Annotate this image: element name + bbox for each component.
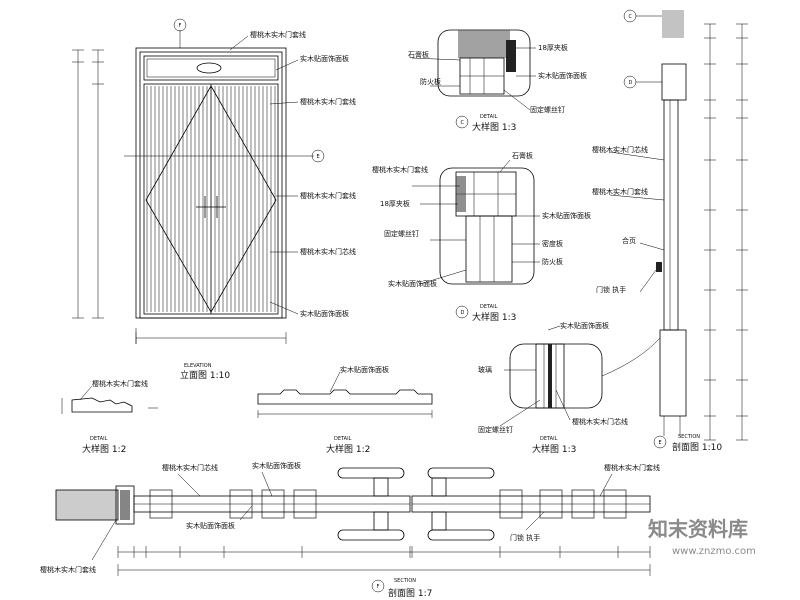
section-f-title-en: SECTION <box>394 578 416 584</box>
detail-d-label-veneer-2: 实木贴面饰面板 <box>388 279 437 288</box>
elevation-title: 立面图 1:10 <box>180 369 230 381</box>
section-f-panel-block <box>499 489 523 519</box>
detail-1-title: 大样图 1:2 <box>82 443 126 455</box>
detail-3-label-edge: 樱桃木实木门芯线 <box>572 417 628 426</box>
detail-3-title-en: DETAIL <box>540 436 558 442</box>
detail-c-label-screw: 固定螺丝钉 <box>530 105 565 114</box>
section-f-label-left: 樱桃木实木门套线 <box>40 565 96 574</box>
detail-1-label: 樱桃木实木门套线 <box>92 379 148 388</box>
detail-c-title-en: DETAIL <box>480 114 498 120</box>
section-e-title-en: SECTION <box>678 434 700 440</box>
section-marker-f-top: F <box>179 23 182 29</box>
section-e: C D 樱桃木实木门芯线 樱桃木实木门套线 合页 门锁 执手 E SECTION… <box>592 9 748 453</box>
detail-d-label-frame: 樱桃木实木门套线 <box>372 165 428 174</box>
section-f-panel-block <box>571 489 595 519</box>
section-e-label-hinge: 合页 <box>622 236 636 245</box>
watermark-url: www.znzmo.com <box>672 546 756 557</box>
section-f-panel-block <box>539 489 563 519</box>
label-edge-strip: 樱桃木实木门芯线 <box>300 247 356 256</box>
watermark: 知末资料库 www.znzmo.com <box>648 517 756 557</box>
detail-c-label-fire: 防火板 <box>420 77 441 86</box>
section-f-label-lock: 门锁 执手 <box>510 533 540 542</box>
detail-2-title-en: DETAIL <box>334 436 352 442</box>
section-f-panel-block <box>229 489 253 519</box>
detail-c-marker: C <box>461 120 465 126</box>
section-f-label-veneer: 实木贴面饰面板 <box>252 461 301 470</box>
detail-c-label-board: 18厚夹板 <box>538 43 568 52</box>
section-f-title: 剖面图 1:7 <box>388 587 432 599</box>
detail-d-title: 大样图 1:3 <box>472 311 516 323</box>
detail-3-label-screw: 固定螺丝钉 <box>478 425 513 434</box>
section-f-label-edge: 樱桃木实木门芯线 <box>162 463 218 472</box>
section-f-marker: F <box>377 584 380 590</box>
section-f-panel-block <box>603 489 627 519</box>
section-e-marker-c: C <box>629 14 633 20</box>
section-e-marker: E <box>659 440 662 446</box>
detail-d-label-fire: 防火板 <box>542 257 563 266</box>
detail-d-label-mdf: 密度板 <box>542 239 563 248</box>
section-marker-e: E <box>317 154 320 160</box>
detail-d: 樱桃木实木门套线 石膏板 18厚夹板 实木贴面饰面板 固定螺丝钉 密度板 防火板… <box>372 151 591 323</box>
detail-d-marker: D <box>461 310 465 316</box>
watermark-name: 知末资料库 <box>648 517 748 541</box>
section-e-label-edge: 樱桃木实木门芯线 <box>592 145 648 154</box>
detail-c-label-veneer: 实木贴面饰面板 <box>538 71 587 80</box>
elevation-title-en: ELEVATION <box>184 363 212 369</box>
door-elevation: E F 樱桃木实木门套线 实木贴面饰面板 樱桃木实木门套线 樱桃木实木门套线 樱… <box>72 18 356 381</box>
detail-d-label-gypsum: 石膏板 <box>512 151 533 160</box>
section-e-label-lock: 门锁 执手 <box>596 285 626 294</box>
section-f-panel-block <box>149 489 173 519</box>
section-e-label-frame: 樱桃木实木门套线 <box>592 187 648 196</box>
detail-c-title: 大样图 1:3 <box>472 121 516 133</box>
label-door-frame-3: 樱桃木实木门套线 <box>300 191 356 200</box>
section-e-marker-d: D <box>629 80 633 86</box>
detail-3: 实木贴面饰面板 玻璃 樱桃木实木门芯线 固定螺丝钉 DETAIL 大样图 1:3 <box>478 321 628 455</box>
detail-1-title-en: DETAIL <box>90 436 108 442</box>
detail-3-title: 大样图 1:3 <box>532 443 576 455</box>
section-f: 樱桃木实木门芯线 实木贴面饰面板 樱桃木实木门套线 实木贴面饰面板 门锁 执手 … <box>40 461 660 599</box>
detail-1: 樱桃木实木门套线 DETAIL 大样图 1:2 <box>61 379 158 455</box>
detail-d-title-en: DETAIL <box>480 304 498 310</box>
label-door-frame-2: 樱桃木实木门套线 <box>300 97 356 106</box>
detail-2: 实木贴面饰面板 DETAIL 大样图 1:2 <box>257 365 433 455</box>
section-e-title: 剖面图 1:10 <box>672 441 722 453</box>
section-f-panel-block <box>261 489 285 519</box>
label-door-frame: 樱桃木实木门套线 <box>250 30 306 39</box>
detail-3-label-glass: 玻璃 <box>478 365 492 374</box>
label-veneer-2: 实木贴面饰面板 <box>300 309 349 318</box>
detail-d-label-veneer: 实木贴面饰面板 <box>542 211 591 220</box>
section-f-label-frame: 樱桃木实木门套线 <box>604 463 660 472</box>
detail-d-label-screw: 固定螺丝钉 <box>384 229 419 238</box>
section-f-panel-block <box>293 489 317 519</box>
detail-c: 石膏板 18厚夹板 实木贴面饰面板 防火板 固定螺丝钉 C DETAIL 大样图… <box>408 29 587 133</box>
detail-d-label-board: 18厚夹板 <box>380 199 410 208</box>
label-veneer-1: 实木贴面饰面板 <box>300 54 349 63</box>
section-f-label-veneer-2: 实木贴面饰面板 <box>186 521 235 530</box>
detail-c-label-gypsum: 石膏板 <box>408 50 429 59</box>
detail-2-label: 实木贴面饰面板 <box>340 365 389 374</box>
detail-2-title: 大样图 1:2 <box>326 443 370 455</box>
detail-3-label-veneer: 实木贴面饰面板 <box>560 321 609 330</box>
